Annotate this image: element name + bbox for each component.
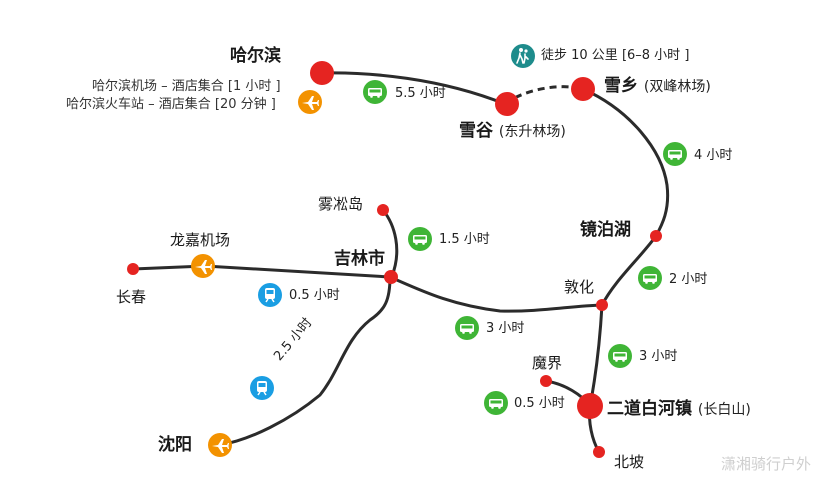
plane-icon-harbin [298,90,322,114]
label-xuegu: 雪谷 (东升林场) [459,123,566,140]
node-harbin [310,61,334,85]
bus-icon-jilin-dunhua [455,316,479,340]
route-jilin-dunhua [388,275,604,313]
duration-hike: 徒步 10 公里 [6–8 小时 ] [541,48,690,63]
bus-icon-jingpo-dunhua [638,266,662,290]
route-jilin-shenyang [218,275,392,447]
bus-icon-harbin-xuegu [363,80,387,104]
node-erdao [577,393,603,419]
route-jingpo-dunhua [600,234,658,307]
node-changchun [127,263,139,275]
label-mojie: 魔界 [532,354,563,372]
node-beipo [593,446,605,458]
watermark: 潇湘骑行户外 [720,455,811,473]
label-shenyang: 沈阳 [158,435,192,455]
note-harbin-airport: 哈尔滨机场 – 酒店集合 [1 小时 ] [92,79,281,94]
node-xuegu [495,92,519,116]
node-wusongdao [377,204,389,216]
node-jingpohu [650,230,662,242]
note-harbin-station: 哈尔滨火车站 – 酒店集合 [20 分钟 ] [66,97,276,112]
node-jilin [384,270,398,284]
duration-xuexiang-jingpo: 4 小时 [694,148,733,163]
label-wusongdao: 雾凇岛 [318,195,364,213]
bus-icon-xuexiang-jingpo [663,142,687,166]
duration-jingpo-dunhua: 2 小时 [669,272,708,287]
bus-icon-wusong-jilin [408,227,432,251]
label-jilin: 吉林市 [334,249,385,269]
route-xuexiang-jingpo [581,87,670,238]
duration-longjia-jilin: 0.5 小时 [289,288,340,303]
duration-mojie-erdao: 0.5 小时 [514,396,565,411]
label-dunhua: 敦化 [564,278,595,296]
label-harbin: 哈尔滨 [230,46,281,66]
label-longjia: 龙嘉机场 [170,231,231,249]
bus-icon-dunhua-erdao [608,344,632,368]
bus-icon-mojie-erdao [484,391,508,415]
plane-icon-longjia [191,254,215,278]
label-jingpohu: 镜泊湖 [580,220,631,240]
node-xuexiang [571,77,595,101]
route-wusong-jilin [381,208,399,278]
label-erdao-sub: (长白山) [697,402,751,418]
route-dunhua-erdao [588,303,604,408]
label-xuexiang-name: 雪乡 [604,76,638,96]
duration-dunhua-erdao: 3 小时 [639,349,678,364]
label-xuegu-sub: (东升林场) [498,124,566,140]
label-erdao: 二道白河镇 (长白山) [607,401,751,418]
label-erdao-name: 二道白河镇 [607,399,692,419]
label-beipo: 北坡 [614,453,645,471]
train-icon-longjia-jilin [258,283,282,307]
node-mojie [540,375,552,387]
duration-wusong-jilin: 1.5 小时 [439,232,490,247]
duration-harbin-xuegu: 5.5 小时 [395,86,446,101]
plane-icon-shenyang [208,433,232,457]
duration-jilin-dunhua: 3 小时 [486,321,525,336]
hiking-icon [511,44,535,68]
label-xuexiang: 雪乡 (双峰林场) [604,78,711,95]
train-icon-jilin-shenyang [250,376,274,400]
label-xuegu-name: 雪谷 [459,121,493,141]
label-changchun: 长春 [116,288,147,306]
node-dunhua [596,299,608,311]
route-harbin-xuegu [320,71,507,106]
label-xuexiang-sub: (双峰林场) [643,79,711,95]
